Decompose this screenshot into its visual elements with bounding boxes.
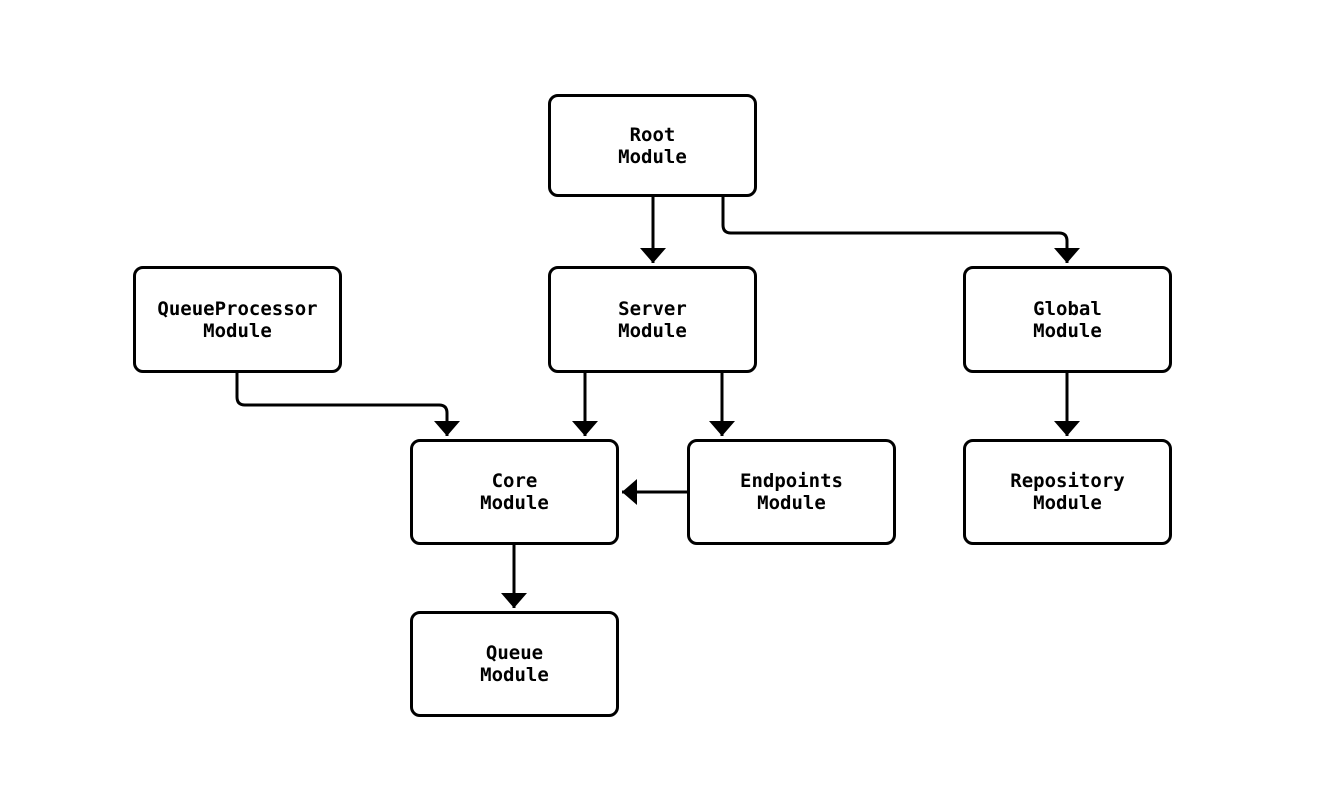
node-label: Endpoints Module [740,470,843,514]
edge-queueprocessor-to-core [235,373,460,436]
node-endpoints-module: Endpoints Module [687,439,896,545]
node-queueprocessor-module: QueueProcessor Module [133,266,342,373]
edge-root-to-global [721,197,1080,263]
node-label: QueueProcessor Module [157,297,318,342]
node-repository-module: Repository Module [963,439,1172,545]
node-root-module: Root Module [548,94,757,197]
node-label: Queue Module [480,642,549,686]
node-global-module: Global Module [963,266,1172,373]
node-label: Server Module [618,297,687,342]
node-label: Root Module [618,123,687,168]
node-label: Core Module [480,470,549,514]
node-core-module: Core Module [410,439,619,545]
node-queue-module: Queue Module [410,611,619,717]
node-label: Repository Module [1010,470,1125,514]
node-server-module: Server Module [548,266,757,373]
node-label: Global Module [1033,297,1102,342]
